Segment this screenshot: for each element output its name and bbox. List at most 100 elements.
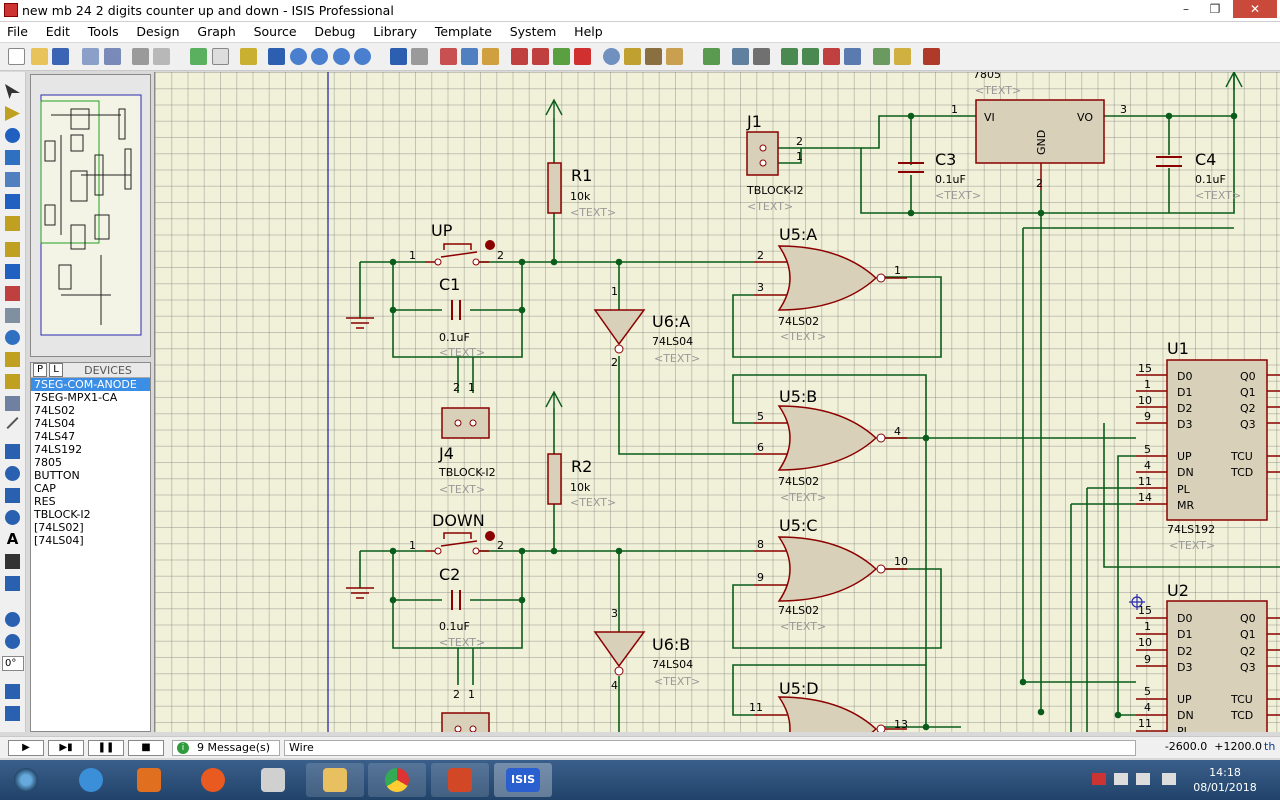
device-pins-icon[interactable] [5,264,20,279]
terminal-block-j4[interactable]: J4 TBLOCK-I2 <TEXT> [438,407,496,496]
taskbar-internet-explorer[interactable] [62,763,120,797]
remove-sheet-icon[interactable] [823,48,840,65]
play-button[interactable]: ▶ [8,740,44,756]
zoom-in-icon[interactable] [290,48,307,65]
capacitor-c3[interactable]: C3 0.1uF <TEXT> [898,150,981,202]
taskbar-chrome[interactable] [368,763,426,797]
menu-graph[interactable]: Graph [197,24,236,39]
terminal-block-j1[interactable]: J1 TBLOCK-I2 <TEXT> [746,112,804,213]
add-sheet-icon[interactable] [802,48,819,65]
property-tool-icon[interactable] [753,48,770,65]
taskbar-firefox[interactable] [184,763,242,797]
device-item[interactable]: 74LS47 [34,430,76,443]
device-item[interactable]: 7SEG-COM-ANODE [31,378,150,391]
menu-edit[interactable]: Edit [45,24,70,39]
schematic-canvas[interactable]: R1 10k <TEXT> R2 10k <TEXT> UP DOWN C1 [154,72,1280,732]
export-icon[interactable] [104,48,121,65]
step-button[interactable]: ▶▮ [48,740,84,756]
clock[interactable]: 14:18 08/01/2018 [1192,765,1258,795]
button-down[interactable]: DOWN [425,511,495,555]
action-center-icon[interactable] [1092,773,1106,785]
device-item[interactable]: BUTTON [34,469,80,482]
selection-mode-icon[interactable] [5,84,20,99]
packaging-tool-icon[interactable] [645,48,662,65]
nor-gate-u5c[interactable]: U5:C 74LS02 <TEXT> [754,516,907,633]
device-item[interactable]: 74LS02 [34,404,76,417]
terminals-icon[interactable] [5,242,20,257]
inverter-u6a[interactable]: U6:A 74LS04 <TEXT> [593,309,700,365]
search-tag-icon[interactable] [732,48,749,65]
pick-device-icon[interactable] [603,48,620,65]
bill-of-materials-icon[interactable] [873,48,890,65]
taskbar-explorer[interactable] [306,763,364,797]
menu-library[interactable]: Library [373,24,418,39]
taskbar-media-player[interactable] [120,763,178,797]
cut-icon[interactable] [440,48,457,65]
wire-label-icon[interactable] [5,150,20,165]
menu-system[interactable]: System [509,24,557,39]
tape-recorder-icon[interactable] [5,308,20,323]
capacitor-c2[interactable]: C2 0.1uF <TEXT> [439,565,485,649]
zoom-out-icon[interactable] [311,48,328,65]
junction-dot-icon[interactable] [5,128,20,143]
capacitor-c1[interactable]: C1 0.1uF <TEXT> [439,275,485,359]
capacitor-c4[interactable]: C4 0.1uF <TEXT> [1156,150,1241,202]
stop-button[interactable]: ■ [128,740,164,756]
device-item[interactable]: 7805 [34,456,62,469]
device-item[interactable]: TBLOCK-I2 [34,508,91,521]
library-manager-button[interactable]: L [49,363,63,377]
open-folder-icon[interactable] [31,48,48,65]
subcircuit-icon[interactable] [5,216,20,231]
units-indicator[interactable]: th [1264,740,1276,753]
circle-tool-icon[interactable] [5,466,20,481]
device-item[interactable]: 74LS04 [34,417,76,430]
overview-window[interactable] [30,74,151,357]
menu-tools[interactable]: Tools [87,24,119,39]
graph-mode-icon[interactable] [5,286,20,301]
ares-icon[interactable] [923,48,940,65]
pick-devices-button[interactable]: P [33,363,47,377]
device-item[interactable]: RES [34,495,56,508]
network-icon[interactable] [1114,773,1128,785]
device-item[interactable]: [74LS02] [34,521,84,534]
signal-icon[interactable] [1136,773,1150,785]
text-tool-icon[interactable]: A [6,530,19,548]
marker-tool-icon[interactable] [5,576,20,591]
line-tool-icon[interactable] [6,416,19,430]
arc-tool-icon[interactable] [5,488,20,503]
button-up[interactable]: UP [425,221,495,266]
nor-gate-u5d[interactable]: U5:D [754,679,907,732]
redo-icon[interactable] [411,48,428,65]
block-move-icon[interactable] [532,48,549,65]
messages-indicator[interactable]: i 9 Message(s) [172,740,280,756]
device-item[interactable]: [74LS04] [34,534,84,547]
print-area-icon[interactable] [153,48,170,65]
close-button[interactable]: ✕ [1233,0,1277,18]
decompose-icon[interactable] [666,48,683,65]
menu-design[interactable]: Design [136,24,180,39]
save-icon[interactable] [52,48,69,65]
box-tool-icon[interactable] [5,444,20,459]
generator-icon[interactable] [5,330,20,345]
volume-icon[interactable] [1162,773,1176,785]
symbol-tool-icon[interactable] [5,554,20,569]
rotate-anticlockwise-icon[interactable] [5,634,20,649]
block-delete-icon[interactable] [574,48,591,65]
menu-template[interactable]: Template [434,24,492,39]
voltage-probe-icon[interactable] [5,352,20,367]
device-item[interactable]: CAP [34,482,56,495]
new-sheet-icon[interactable] [781,48,798,65]
paste-icon[interactable] [482,48,499,65]
nor-gate-u5a[interactable]: U5:A 74LS02 <TEXT> [754,225,907,343]
regulator-7805[interactable]: VI VO GND 7805 <TEXT> [973,72,1105,190]
copy-icon[interactable] [461,48,478,65]
grid-icon[interactable] [212,48,229,65]
text-script-icon[interactable] [5,172,20,187]
import-icon[interactable] [82,48,99,65]
bus-icon[interactable] [5,194,20,209]
start-button[interactable] [2,763,52,797]
pause-button[interactable]: ❚❚ [88,740,124,756]
virtual-instruments-icon[interactable] [5,396,20,411]
